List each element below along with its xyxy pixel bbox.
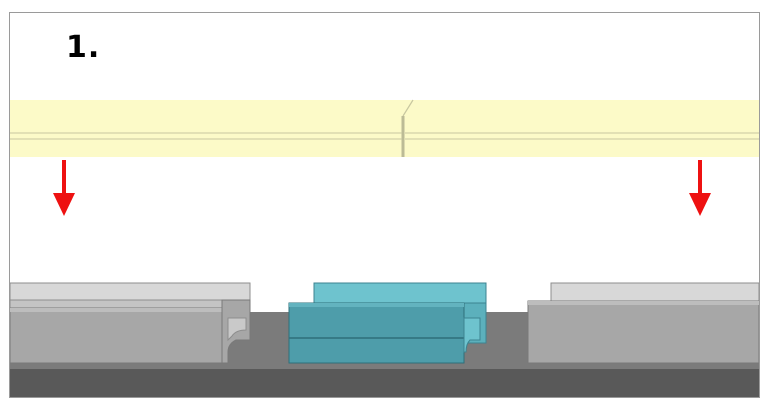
right-profile: [527, 282, 760, 364]
glass-pane-left: [10, 100, 403, 157]
base-floor-bottom: [10, 369, 759, 397]
step-number-label: 1.: [66, 30, 101, 65]
glass-pane-right: [407, 100, 759, 157]
center-block: [288, 282, 487, 364]
arrow-down-icon: [53, 160, 75, 216]
arrow-down-icon: [689, 160, 711, 216]
glass-joint-line: [402, 99, 414, 117]
left-profile: [9, 282, 251, 364]
glass-pane: [10, 99, 759, 157]
